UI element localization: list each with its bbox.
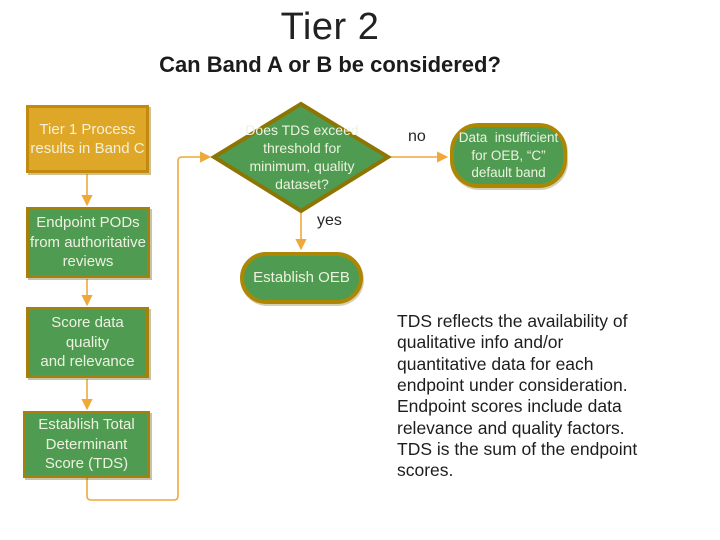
flow-box-establish-oeb: Establish OEB	[240, 252, 363, 304]
flow-box-data-insufficient: Data insufficient for OEB, “C” default b…	[450, 123, 567, 188]
tds-note-text: TDS reflects the availability of qualita…	[397, 311, 643, 481]
slide-header: Tier 2 Can Band A or B be considered?	[0, 6, 660, 78]
flow-box-label: Establish OEB	[253, 269, 350, 287]
flow-box-label: Data insufficient for OEB, “C” default b…	[458, 130, 559, 181]
flow-box-establish-tds: Establish Total Determinant Score (TDS)	[23, 411, 150, 478]
flow-box-endpoint-pods: Endpoint PODs from authoritative reviews	[26, 207, 150, 278]
flow-box-tier1-band-c: Tier 1 Process results in Band C	[26, 105, 149, 173]
flow-box-score-data-quality: Score data quality and relevance	[26, 307, 149, 378]
flow-box-label: Establish Total Determinant Score (TDS)	[38, 416, 135, 473]
decision-diamond-label: Does TDS exceed threshold for minimum, q…	[245, 122, 359, 192]
page-subtitle: Can Band A or B be considered?	[159, 51, 501, 77]
connector-tds-to-decision	[86, 151, 212, 501]
decision-diamond	[210, 101, 392, 214]
flow-box-label: Score data quality and relevance	[40, 314, 135, 371]
branch-label-yes: yes	[317, 212, 342, 229]
branch-label-no: no	[408, 128, 426, 145]
flow-box-label: Tier 1 Process results in Band C	[30, 120, 145, 158]
page-title: Tier 2	[280, 6, 380, 48]
flow-box-label: Endpoint PODs from authoritative reviews	[30, 214, 146, 271]
